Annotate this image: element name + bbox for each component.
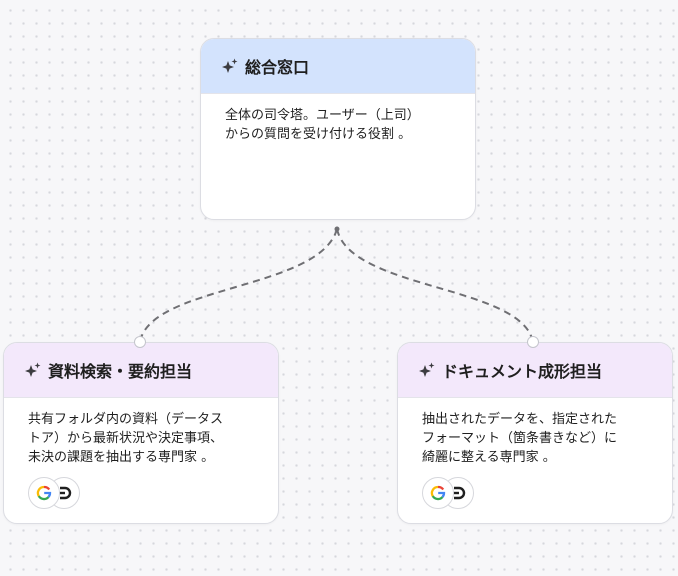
description-line: フォーマット（箇条書きなど）に	[422, 431, 618, 446]
description-line: 未決の課題を抽出する専門家 。	[28, 450, 215, 465]
connector-root-to-document	[336, 228, 534, 343]
tool-google[interactable]	[28, 477, 60, 509]
node-search-header: 資料検索・要約担当	[4, 343, 278, 398]
tool-google[interactable]	[422, 477, 454, 509]
node-root-header: 総合窓口	[201, 39, 475, 94]
description-line: からの質問を受け付ける役割 。	[225, 127, 412, 142]
node-document-description: 抽出されたデータを、指定された フォーマット（箇条書きなど）に 綺麗に整える専門…	[398, 398, 672, 467]
description-line: トア）から最新状況や決定事項、	[28, 431, 224, 446]
connector-root-to-search	[139, 228, 338, 343]
description-line: 全体の司令塔。ユーザー（上司）	[225, 108, 420, 123]
node-search-description: 共有フォルダ内の資料（データス トア）から最新状況や決定事項、 未決の課題を抽出…	[4, 398, 278, 467]
node-document-header: ドキュメント成形担当	[398, 343, 672, 398]
connection-handle-search[interactable]	[134, 336, 146, 348]
description-line: 抽出されたデータを、指定された	[422, 412, 618, 427]
node-search-title: 資料検索・要約担当	[48, 362, 193, 381]
node-search-card[interactable]: 資料検索・要約担当 共有フォルダ内の資料（データス トア）から最新状況や決定事項…	[3, 342, 279, 524]
description-line: 共有フォルダ内の資料（データス	[28, 412, 224, 427]
sparkle-icon	[222, 58, 238, 73]
google-icon	[36, 485, 52, 501]
sparkle-icon	[419, 362, 435, 377]
node-document-card[interactable]: ドキュメント成形担当 抽出されたデータを、指定された フォーマット（箇条書きなど…	[397, 342, 673, 524]
node-document-title: ドキュメント成形担当	[442, 362, 603, 381]
node-document-tools	[422, 477, 474, 509]
node-search-tools	[28, 477, 80, 509]
node-root-title: 総合窓口	[245, 58, 310, 77]
google-icon	[430, 485, 446, 501]
connector-origin-dot	[334, 226, 340, 232]
description-line: 綺麗に整える専門家 。	[422, 450, 556, 465]
node-root-description: 全体の司令塔。ユーザー（上司） からの質問を受け付ける役割 。	[201, 94, 475, 144]
connection-handle-document[interactable]	[527, 336, 539, 348]
sparkle-icon	[25, 362, 41, 377]
node-root-card[interactable]: 総合窓口 全体の司令塔。ユーザー（上司） からの質問を受け付ける役割 。	[200, 38, 476, 220]
